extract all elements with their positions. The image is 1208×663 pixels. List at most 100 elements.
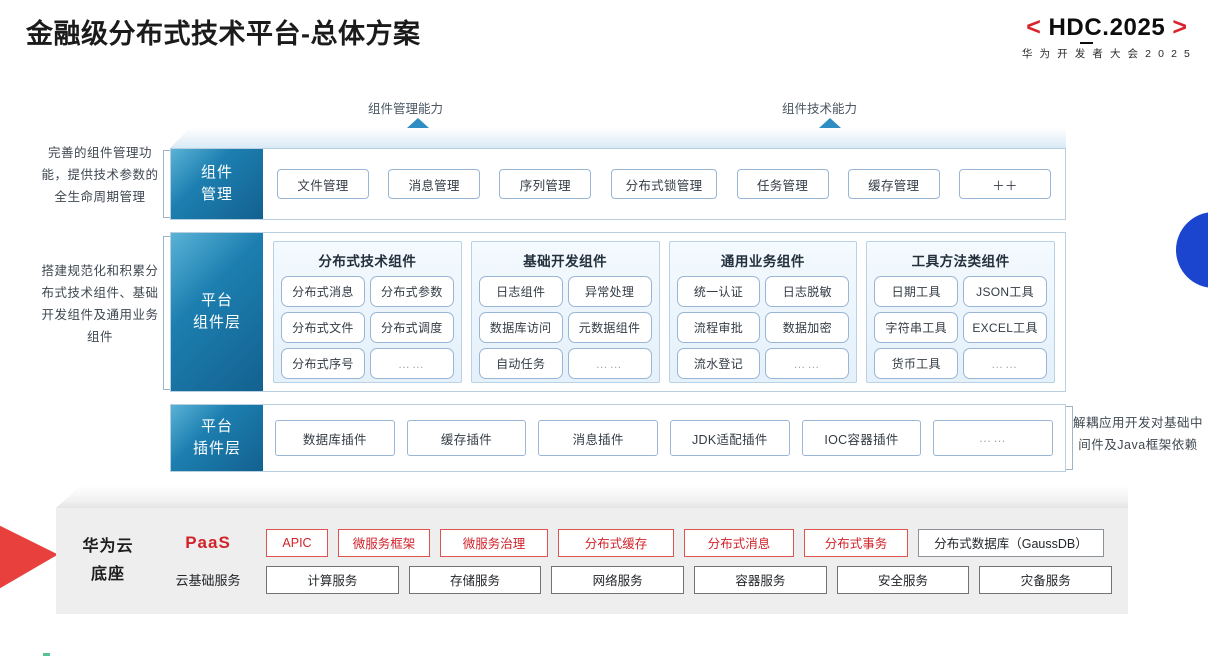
chip-exception-handling[interactable]: 异常处理 — [567, 276, 652, 307]
chip-more-dots[interactable]: …… — [567, 348, 652, 379]
chip-message-plugin[interactable]: 消息插件 — [538, 420, 659, 456]
arrow-label-component-management: 组件管理能力 — [368, 102, 444, 116]
layer-label-line1: 平台 — [200, 292, 233, 309]
chip-currency-tool[interactable]: 货币工具 — [874, 348, 959, 379]
chip-string-tool[interactable]: 字符串工具 — [874, 312, 959, 343]
chip-more-dots[interactable]: …… — [933, 420, 1054, 456]
layer-label-line2: 组件层 — [192, 314, 241, 331]
group-basic-development-components: 基础开发组件 日志组件 异常处理 数据库访问 元数据组件 自动任务 …… — [470, 241, 660, 383]
left-angle-bracket-icon: < — [1026, 13, 1042, 41]
paas-label: PaaS — [185, 532, 231, 552]
group-title: 通用业务组件 — [720, 254, 805, 269]
chip-distributed-transaction[interactable]: 分布式事务 — [804, 528, 908, 557]
layer-component-management: 组件 管理 文件管理 消息管理 序列管理 分布式锁管理 任务管理 缓存管理 ＋＋ — [170, 148, 1066, 220]
chip-add-more[interactable]: ＋＋ — [958, 169, 1051, 199]
chip-log-masking[interactable]: 日志脱敏 — [765, 276, 850, 307]
chip-network-service[interactable]: 网络服务 — [551, 565, 685, 594]
page-title: 金融级分布式技术平台-总体方案 — [26, 19, 421, 49]
layer-body-platform-plugin: 数据库插件 缓存插件 消息插件 JDK适配插件 IOC容器插件 …… — [263, 405, 1065, 471]
hdc-logo: < HDC.2025 > 华 为 开 发 者 大 会 2 0 2 5 — [1022, 14, 1192, 61]
layer-label-component-management: 组件 管理 — [171, 149, 263, 219]
group-title: 分布式技术组件 — [318, 254, 417, 269]
group-title: 基础开发组件 — [523, 254, 608, 269]
chip-disaster-recovery-service[interactable]: 灾备服务 — [979, 565, 1113, 594]
chip-sequence-management[interactable]: 序列管理 — [499, 169, 592, 199]
layer-body-component-management: 文件管理 消息管理 序列管理 分布式锁管理 任务管理 缓存管理 ＋＋ — [263, 149, 1065, 219]
chip-jdk-adapter-plugin[interactable]: JDK适配插件 — [670, 420, 790, 456]
base-inner: 华为云 底座 PaaS APIC 微服务框架 微服务治理 分布式缓存 分布式消息… — [56, 508, 1128, 614]
layer-platform-component: 平台 组件层 分布式技术组件 分布式消息 分布式参数 分布式文件 分布式调度 分… — [170, 232, 1066, 392]
chip-database-access[interactable]: 数据库访问 — [478, 312, 563, 343]
group-grid: 分布式消息 分布式参数 分布式文件 分布式调度 分布式序号 …… — [281, 276, 454, 379]
layer-label-line1: 组件 — [200, 164, 233, 181]
group-distributed-technology-components: 分布式技术组件 分布式消息 分布式参数 分布式文件 分布式调度 分布式序号 …… — [273, 241, 462, 383]
chip-distributed-scheduling[interactable]: 分布式调度 — [369, 312, 454, 343]
cloud-services-label: 云基础服务 — [175, 573, 241, 588]
chip-storage-service[interactable]: 存储服务 — [408, 565, 542, 594]
chip-automated-task[interactable]: 自动任务 — [478, 348, 563, 379]
chip-transaction-registration[interactable]: 流水登记 — [676, 348, 761, 379]
bracket-left-top — [163, 150, 170, 218]
layer-label-line2: 插件层 — [192, 440, 241, 457]
bracket-left-middle — [163, 236, 170, 390]
group-grid: 日志组件 异常处理 数据库访问 元数据组件 自动任务 …… — [478, 276, 652, 379]
chip-ioc-container-plugin[interactable]: IOC容器插件 — [801, 420, 922, 456]
blue-circle-decoration — [1176, 212, 1208, 288]
chip-message-management[interactable]: 消息管理 — [388, 169, 481, 199]
chip-date-tool[interactable]: 日期工具 — [874, 276, 959, 307]
chip-unified-authentication[interactable]: 统一认证 — [676, 276, 761, 307]
right-angle-bracket-icon: > — [1172, 13, 1188, 41]
base-title-line1: 华为云 — [82, 538, 134, 555]
layer-label-line1: 平台 — [200, 418, 233, 435]
base-rows: PaaS APIC 微服务框架 微服务治理 分布式缓存 分布式消息 分布式事务 … — [160, 528, 1128, 594]
side-note-left-top: 完善的组件管理功能，提供技术参数的全生命周期管理 — [41, 146, 159, 204]
chip-compute-service[interactable]: 计算服务 — [266, 565, 399, 594]
chip-log-component[interactable]: 日志组件 — [478, 276, 563, 307]
chip-distributed-sequence[interactable]: 分布式序号 — [281, 348, 365, 379]
chip-task-management[interactable]: 任务管理 — [736, 169, 829, 199]
chip-apic[interactable]: APIC — [266, 528, 328, 557]
chip-json-tool[interactable]: JSON工具 — [963, 276, 1047, 307]
chip-database-plugin[interactable]: 数据库插件 — [275, 420, 395, 456]
base-title-line2: 底座 — [90, 566, 125, 583]
chip-more-dots[interactable]: …… — [369, 348, 454, 379]
hdc-logo-subtitle: 华 为 开 发 者 大 会 2 0 2 5 — [1021, 48, 1192, 61]
bracket-right — [1066, 406, 1073, 470]
chip-cache-management[interactable]: 缓存管理 — [847, 169, 940, 199]
side-note-right: 解耦应用开发对基础中间件及Java框架依赖 — [1072, 416, 1203, 452]
group-general-business-components: 通用业务组件 统一认证 日志脱敏 流程审批 数据加密 流水登记 …… — [668, 241, 858, 383]
chip-microservice-framework[interactable]: 微服务框架 — [338, 528, 430, 557]
chip-distributed-message[interactable]: 分布式消息 — [684, 528, 794, 557]
chip-distributed-cache[interactable]: 分布式缓存 — [558, 528, 674, 557]
group-grid: 统一认证 日志脱敏 流程审批 数据加密 流水登记 …… — [676, 276, 850, 379]
chip-distributed-file[interactable]: 分布式文件 — [281, 312, 365, 343]
green-dot-decoration — [43, 653, 50, 656]
chip-more-dots[interactable]: …… — [765, 348, 850, 379]
hdc-logo-main: < HDC.2025 > — [1022, 13, 1192, 44]
chip-file-management[interactable]: 文件管理 — [277, 169, 369, 199]
chip-excel-tool[interactable]: EXCEL工具 — [963, 312, 1047, 343]
perspective-top-face-base — [56, 486, 1128, 508]
chip-distributed-lock-management[interactable]: 分布式锁管理 — [610, 169, 718, 199]
chip-metadata-component[interactable]: 元数据组件 — [567, 312, 652, 343]
chip-container-service[interactable]: 容器服务 — [694, 565, 827, 594]
arrow-label-component-technology: 组件技术能力 — [782, 102, 858, 116]
chip-microservice-governance[interactable]: 微服务治理 — [440, 528, 548, 557]
group-title: 工具方法类组件 — [911, 254, 1010, 269]
chip-distributed-message[interactable]: 分布式消息 — [281, 276, 365, 307]
red-arc-decoration — [0, 503, 58, 615]
base-title: 华为云 底座 — [56, 533, 160, 589]
chip-security-service[interactable]: 安全服务 — [836, 565, 970, 594]
chip-more-dots[interactable]: …… — [963, 348, 1047, 379]
chip-cache-plugin[interactable]: 缓存插件 — [406, 420, 527, 456]
layer-label-platform-component: 平台 组件层 — [171, 233, 263, 391]
group-tool-method-components: 工具方法类组件 日期工具 JSON工具 字符串工具 EXCEL工具 货币工具 …… — [866, 241, 1055, 383]
chip-distributed-parameter[interactable]: 分布式参数 — [369, 276, 454, 307]
layer-body-platform-component: 分布式技术组件 分布式消息 分布式参数 分布式文件 分布式调度 分布式序号 ……… — [263, 233, 1065, 391]
chip-data-encryption[interactable]: 数据加密 — [765, 312, 850, 343]
chip-distributed-database-gaussdb[interactable]: 分布式数据库（GaussDB） — [918, 528, 1104, 557]
chip-process-approval[interactable]: 流程审批 — [676, 312, 761, 343]
base-row-paas: PaaS APIC 微服务框架 微服务治理 分布式缓存 分布式消息 分布式事务 … — [160, 528, 1112, 557]
side-note-left-middle: 搭建规范化和积累分布式技术组件、基础开发组件及通用业务组件 — [41, 264, 159, 344]
